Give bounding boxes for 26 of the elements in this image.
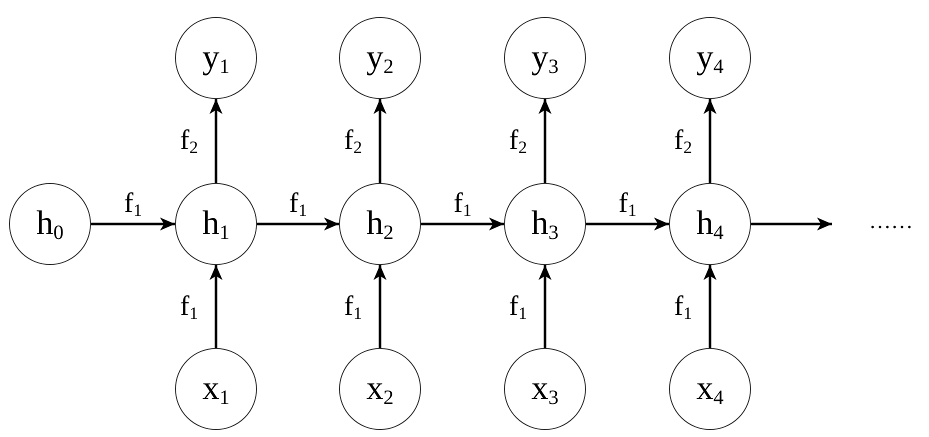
arrow [586, 218, 669, 230]
arrow [210, 265, 222, 348]
edge-label: f$_{1}$ [124, 190, 142, 218]
edge-label: f$_{1}$ [289, 190, 307, 218]
arrow [374, 99, 386, 183]
edge-label: f$_{1}$ [509, 292, 527, 320]
arrow [704, 99, 716, 183]
arrow [210, 99, 222, 183]
edge-label: f$_{1}$ [454, 190, 472, 218]
arrow [751, 218, 832, 230]
edge-label: f$_{1}$ [180, 292, 198, 320]
edge-label: f$_{2}$ [180, 127, 198, 155]
arrow [257, 218, 339, 230]
arrow [91, 218, 175, 230]
edge-label: f$_{2}$ [674, 127, 692, 155]
edge-label: f$_{1}$ [344, 292, 362, 320]
arrow [421, 218, 504, 230]
arrow [704, 265, 716, 348]
arrow [538, 99, 552, 183]
arrow [374, 265, 386, 348]
arrow [538, 265, 552, 348]
ellipsis-text: …… [869, 210, 913, 232]
edge-label: f$_{2}$ [509, 127, 527, 155]
edge-label: f$_{1}$ [674, 292, 692, 320]
edge-label: f$_{1}$ [618, 190, 636, 218]
edge-label: f$_{2}$ [344, 127, 362, 155]
